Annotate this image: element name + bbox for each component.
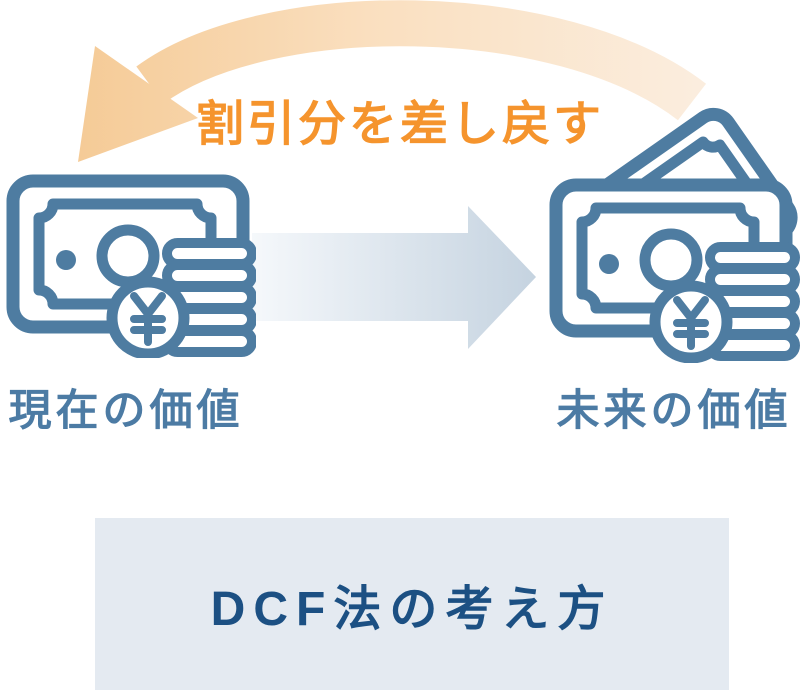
yen-coin-icon bbox=[649, 280, 733, 363]
caption-title: DCF法の考え方 bbox=[210, 583, 614, 636]
present-value-label: 現在の価値 bbox=[8, 387, 244, 435]
caption-box: DCF法の考え方 bbox=[95, 518, 729, 690]
front-banknote-icon bbox=[549, 178, 800, 363]
future-money-icon bbox=[549, 107, 800, 363]
yen-coin-icon bbox=[106, 276, 190, 358]
future-value-label: 未来の価値 bbox=[556, 387, 792, 435]
present-money-icon bbox=[6, 174, 256, 358]
return-arrow-label: 割引分を差し戻す bbox=[195, 98, 604, 151]
